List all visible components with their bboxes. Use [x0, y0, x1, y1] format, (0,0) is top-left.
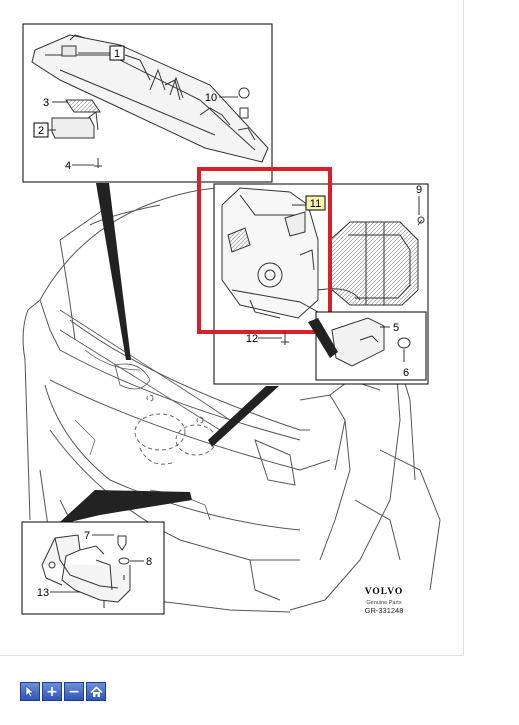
brand-block: VOLVO Genuine Parts GR-331248 — [365, 587, 404, 615]
callout-label-8: 8 — [146, 556, 152, 568]
callout-label-1: 1 — [114, 48, 120, 60]
callout-label-6: 6 — [403, 367, 409, 379]
parts-diagram-frame: 1 2 3 4 10 — [0, 0, 464, 656]
callout-label-13: 13 — [37, 587, 49, 599]
pointer-icon — [25, 685, 35, 698]
inset-handle-panel: 1 2 3 4 10 — [22, 23, 273, 183]
inset-bracket-panel: 7 8 13 — [21, 521, 165, 615]
zoom-out-button[interactable]: − — [64, 682, 84, 701]
home-button[interactable] — [86, 682, 106, 701]
callout-label-9: 9 — [416, 184, 422, 196]
diagram-code: GR-331248 — [365, 606, 404, 615]
callout-label-12: 12 — [246, 333, 258, 345]
lock-position-outline — [134, 394, 217, 465]
callout-label-3: 3 — [43, 97, 49, 109]
home-icon — [89, 685, 103, 697]
parts-diagram: 1 2 3 4 10 — [21, 23, 441, 615]
brand-subtitle: Genuine Parts — [366, 600, 401, 606]
callout-label-4: 4 — [65, 160, 71, 172]
zoom-toolbar: + − — [20, 682, 106, 701]
callout-label-10: 10 — [205, 92, 217, 104]
zoom-in-button[interactable]: + — [42, 682, 62, 701]
inset-lock-panel: 11 9 12 5 6 — [197, 167, 429, 385]
pointer-tool-button[interactable] — [20, 682, 40, 701]
callout-label-5: 5 — [393, 322, 399, 334]
callout-label-7: 7 — [84, 530, 90, 542]
plus-icon: + — [46, 683, 58, 700]
callout-leader-wedges — [60, 183, 279, 522]
callout-label-2: 2 — [38, 125, 44, 137]
minus-icon: − — [68, 683, 80, 700]
highlight-frame — [197, 167, 332, 334]
volvo-logo-text: VOLVO — [365, 587, 404, 597]
callout-label-11: 11 — [310, 198, 321, 210]
